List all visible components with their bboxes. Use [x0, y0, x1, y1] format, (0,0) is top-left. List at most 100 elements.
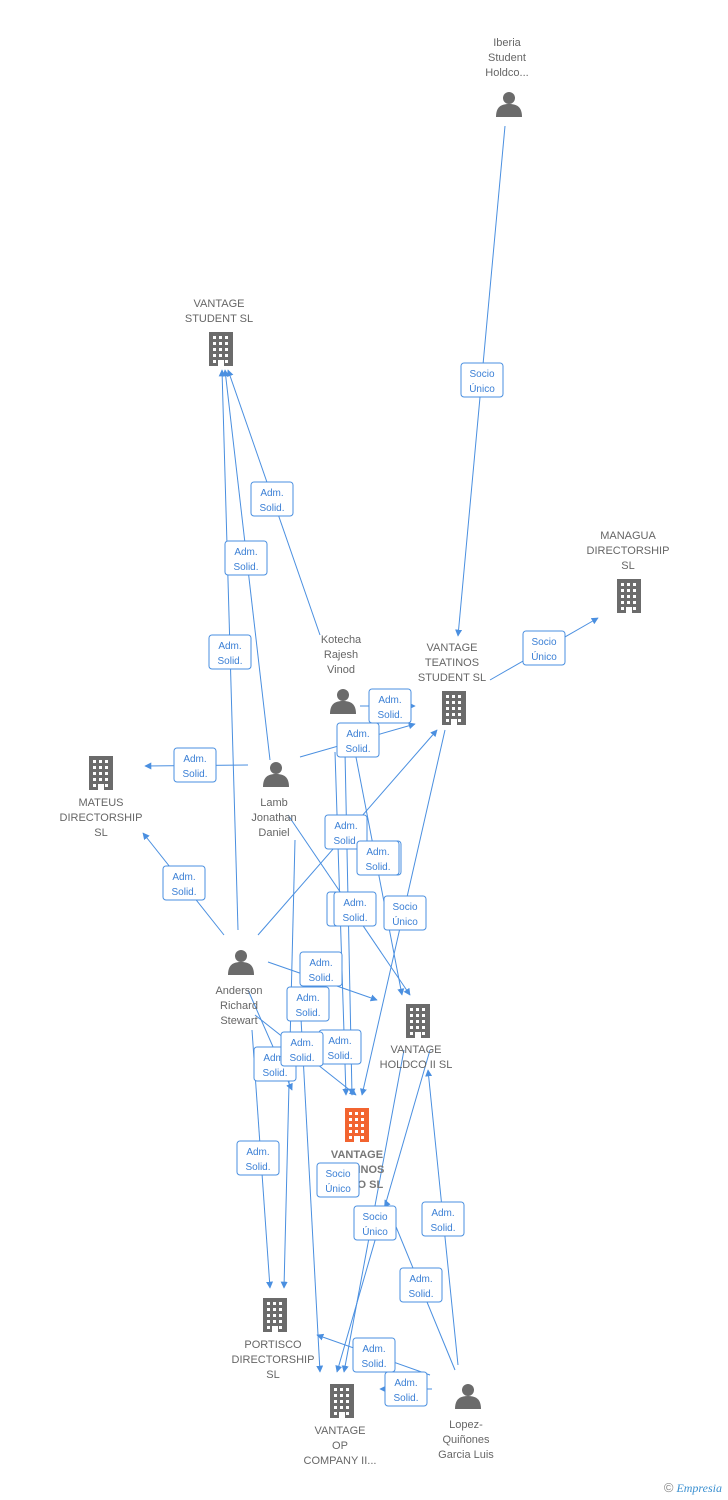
node-label: Richard: [220, 1000, 258, 1012]
relation-label[interactable]: Adm.Solid.: [352, 1337, 396, 1373]
relation-label-text: Solid.: [345, 744, 370, 755]
node-label: STUDENT SL: [185, 313, 253, 325]
node-label: Garcia Luis: [438, 1449, 494, 1461]
relation-label[interactable]: Adm. Solid.: [224, 540, 268, 576]
node-label: Rajesh: [324, 649, 358, 661]
relation-label[interactable]: Adm.Solid.: [324, 814, 368, 850]
relation-label[interactable]: Adm. Solid.: [356, 840, 400, 876]
node-teatinos-student[interactable]: VANTAGE TEATINOS STUDENT SL: [418, 642, 486, 725]
relation-label-text: Único: [469, 382, 495, 395]
node-label: Anderson: [215, 985, 262, 997]
node-label: STUDENT SL: [418, 672, 486, 684]
person-icon: [263, 762, 289, 787]
person-icon: [455, 1384, 481, 1409]
node-label: VANTAGE: [391, 1044, 442, 1056]
relation-label-text: Único: [531, 650, 557, 663]
relation-label[interactable]: Adm. Solid.: [280, 1031, 324, 1067]
node-label: Student: [488, 52, 526, 64]
relation-label-text: Adm.: [366, 847, 389, 858]
relation-label[interactable]: Adm.Solid.: [336, 722, 380, 758]
node-label: Stewart: [220, 1015, 257, 1027]
relation-label-text: Adm.: [309, 958, 332, 969]
relation-label-text: Solid.: [377, 710, 402, 721]
node-label: MATEUS: [78, 797, 123, 809]
relation-label-text: Adm.: [218, 641, 241, 652]
relation-label[interactable]: Adm.Solid.: [384, 1371, 428, 1407]
node-label: TEATINOS: [425, 657, 479, 669]
relation-label[interactable]: Adm.Solid.: [299, 951, 343, 987]
person-icon: [228, 950, 254, 975]
node-label: OP: [332, 1440, 348, 1452]
relation-label[interactable]: Adm.Solid.: [421, 1201, 465, 1237]
node-label: SL: [621, 560, 634, 572]
node-label: DIRECTORSHIP: [60, 812, 143, 824]
relation-label-text: Adm.: [172, 872, 195, 883]
node-label: VANTAGE: [331, 1149, 383, 1161]
node-mateus[interactable]: MATEUS DIRECTORSHIP SL: [60, 756, 143, 839]
relation-label[interactable]: Adm.Solid.: [368, 688, 412, 724]
relation-label-text: Socio: [325, 1169, 350, 1180]
relation-label-text: Solid.: [262, 1068, 287, 1079]
person-icon: [496, 92, 522, 117]
relation-label-text: Socio: [531, 637, 556, 648]
relation-label-text: Solid.: [365, 862, 390, 873]
node-label: COMPANY II...: [304, 1455, 377, 1467]
relation-label[interactable]: Adm.Solid.: [286, 986, 330, 1022]
node-label: VANTAGE: [427, 642, 478, 654]
relation-label-text: Adm.: [290, 1038, 313, 1049]
relation-label[interactable]: Adm. Solid.: [318, 1029, 362, 1065]
building-icon: [209, 332, 233, 366]
edge-labels-layer: SocioÚnicoSocioÚnicoAdm.Solid.Adm.Solid.…: [162, 362, 566, 1407]
relation-label[interactable]: Adm.Solid.: [208, 634, 252, 670]
relation-label-text: Único: [362, 1225, 388, 1238]
relation-label-text: Adm.: [234, 547, 257, 558]
relation-label-text: Solid.: [289, 1053, 314, 1064]
building-icon: [406, 1004, 430, 1038]
node-label: Jonathan: [251, 812, 296, 824]
empresia-watermark: © Empresia: [664, 1480, 722, 1496]
relation-label-text: Solid.: [327, 1051, 352, 1062]
relation-label-text: Único: [392, 915, 418, 928]
relation-label-text: Adm.: [260, 488, 283, 499]
building-icon: [617, 579, 641, 613]
relation-label-text: Adm.: [183, 754, 206, 765]
relation-label[interactable]: Adm.Solid.: [399, 1267, 443, 1303]
relation-label-text: Solid.: [259, 503, 284, 514]
node-label: Holdco...: [485, 67, 528, 79]
relation-label[interactable]: Adm.Solid.: [162, 865, 206, 901]
node-label: DIRECTORSHIP: [232, 1354, 315, 1366]
building-icon: [263, 1298, 287, 1332]
relation-label[interactable]: Adm.Solid.: [236, 1140, 280, 1176]
node-label: Lamb: [260, 797, 288, 809]
node-label: VANTAGE: [194, 298, 245, 310]
relation-label-text: Adm.: [246, 1147, 269, 1158]
node-vantage-student[interactable]: VANTAGE STUDENT SL: [185, 298, 253, 366]
relation-label-text: Único: [325, 1182, 351, 1195]
node-label: SL: [94, 827, 107, 839]
node-iberia[interactable]: IberiaStudentHoldco...: [485, 37, 529, 117]
relation-label-text: Adm.: [328, 1036, 351, 1047]
relation-label[interactable]: Adm.Solid.: [173, 747, 217, 783]
node-label: Vinod: [327, 664, 355, 676]
node-label: SL: [266, 1369, 279, 1381]
relation-label-text: Solid.: [333, 836, 358, 847]
relation-label-text: Solid.: [342, 913, 367, 924]
relation-label[interactable]: Adm.Solid.: [333, 891, 377, 927]
relation-label[interactable]: Adm. Solid.: [250, 481, 294, 517]
relation-label-text: Solid.: [295, 1008, 320, 1019]
relation-label-text: Solid.: [233, 562, 258, 573]
